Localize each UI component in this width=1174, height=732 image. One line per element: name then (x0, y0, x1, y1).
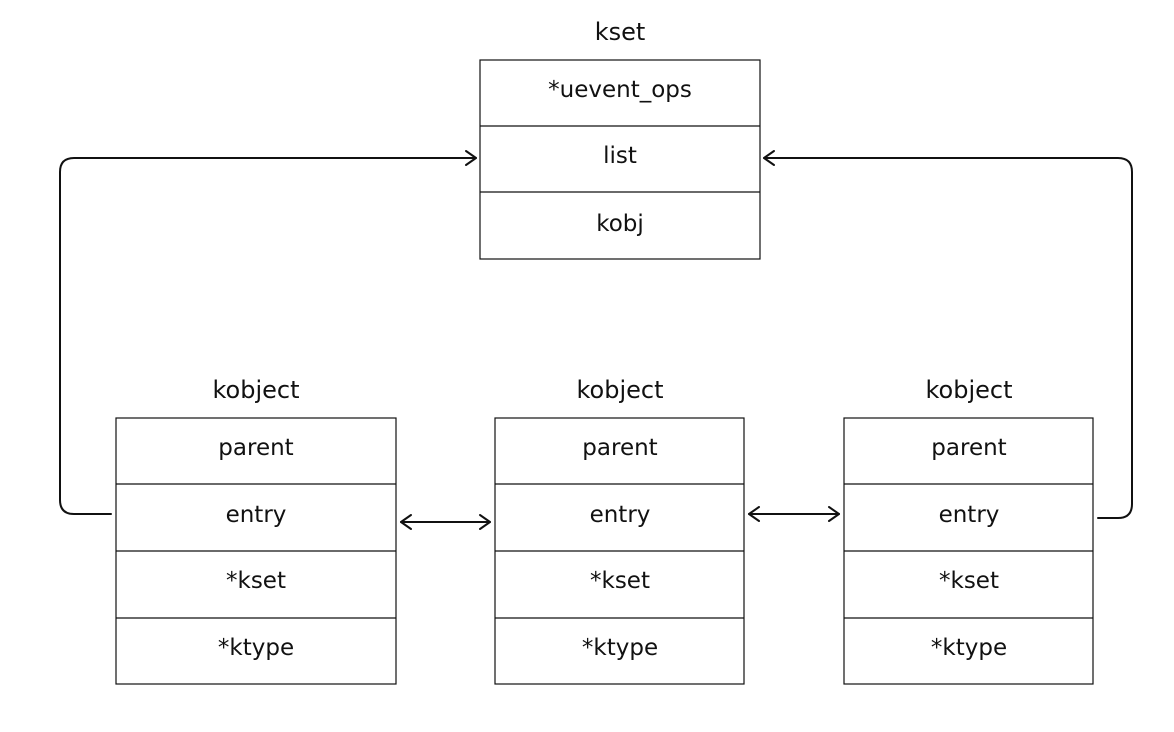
kobject-struct-3: kobject parent entry *kset *ktype (843, 376, 1094, 685)
kobject-1-2-left-arrowhead-icon (400, 514, 412, 530)
kobject-1-2-right-arrowhead-icon (479, 514, 491, 530)
kobject-1-field-kset: *kset (226, 568, 286, 594)
kobject-struct-1: kobject parent entry *kset *ktype (115, 376, 397, 685)
kobject-3-field-kset: *kset (939, 568, 999, 594)
kset-field-list: list (603, 143, 637, 169)
kobject-3-field-entry: entry (939, 502, 1000, 528)
kobject-2-field-entry: entry (590, 502, 651, 528)
kobject-3-field-parent: parent (931, 435, 1006, 461)
kobject-1-field-ktype: *ktype (218, 635, 294, 661)
kobject-2-field-ktype: *ktype (582, 635, 658, 661)
kobject-2-title: kobject (577, 376, 664, 404)
kset-list-right-arrowhead-icon (763, 150, 775, 166)
kset-field-kobj: kobj (596, 211, 644, 237)
kobject-1-title: kobject (213, 376, 300, 404)
kobject-2-field-kset: *kset (590, 568, 650, 594)
kobject-1-entry-to-kset-list-link (59, 157, 477, 515)
kobject-2-field-parent: parent (582, 435, 657, 461)
kset-struct: kset *uevent_ops list kobj (479, 18, 761, 260)
kobject-3-title: kobject (926, 376, 1013, 404)
kset-title: kset (595, 18, 646, 46)
kobject-3-field-ktype: *ktype (931, 635, 1007, 661)
kset-field-uevent-ops: *uevent_ops (548, 77, 692, 103)
kobject-struct-2: kobject parent entry *kset *ktype (494, 376, 745, 685)
kobject-1-field-entry: entry (226, 502, 287, 528)
kset-list-left-arrowhead-icon (465, 150, 477, 166)
kobject-1-field-parent: parent (218, 435, 293, 461)
kobject-2-3-left-arrowhead-icon (748, 506, 760, 522)
kobject-2-3-right-arrowhead-icon (828, 506, 840, 522)
kobject-3-entry-to-kset-list-link (763, 157, 1133, 519)
kset-box (479, 59, 761, 260)
